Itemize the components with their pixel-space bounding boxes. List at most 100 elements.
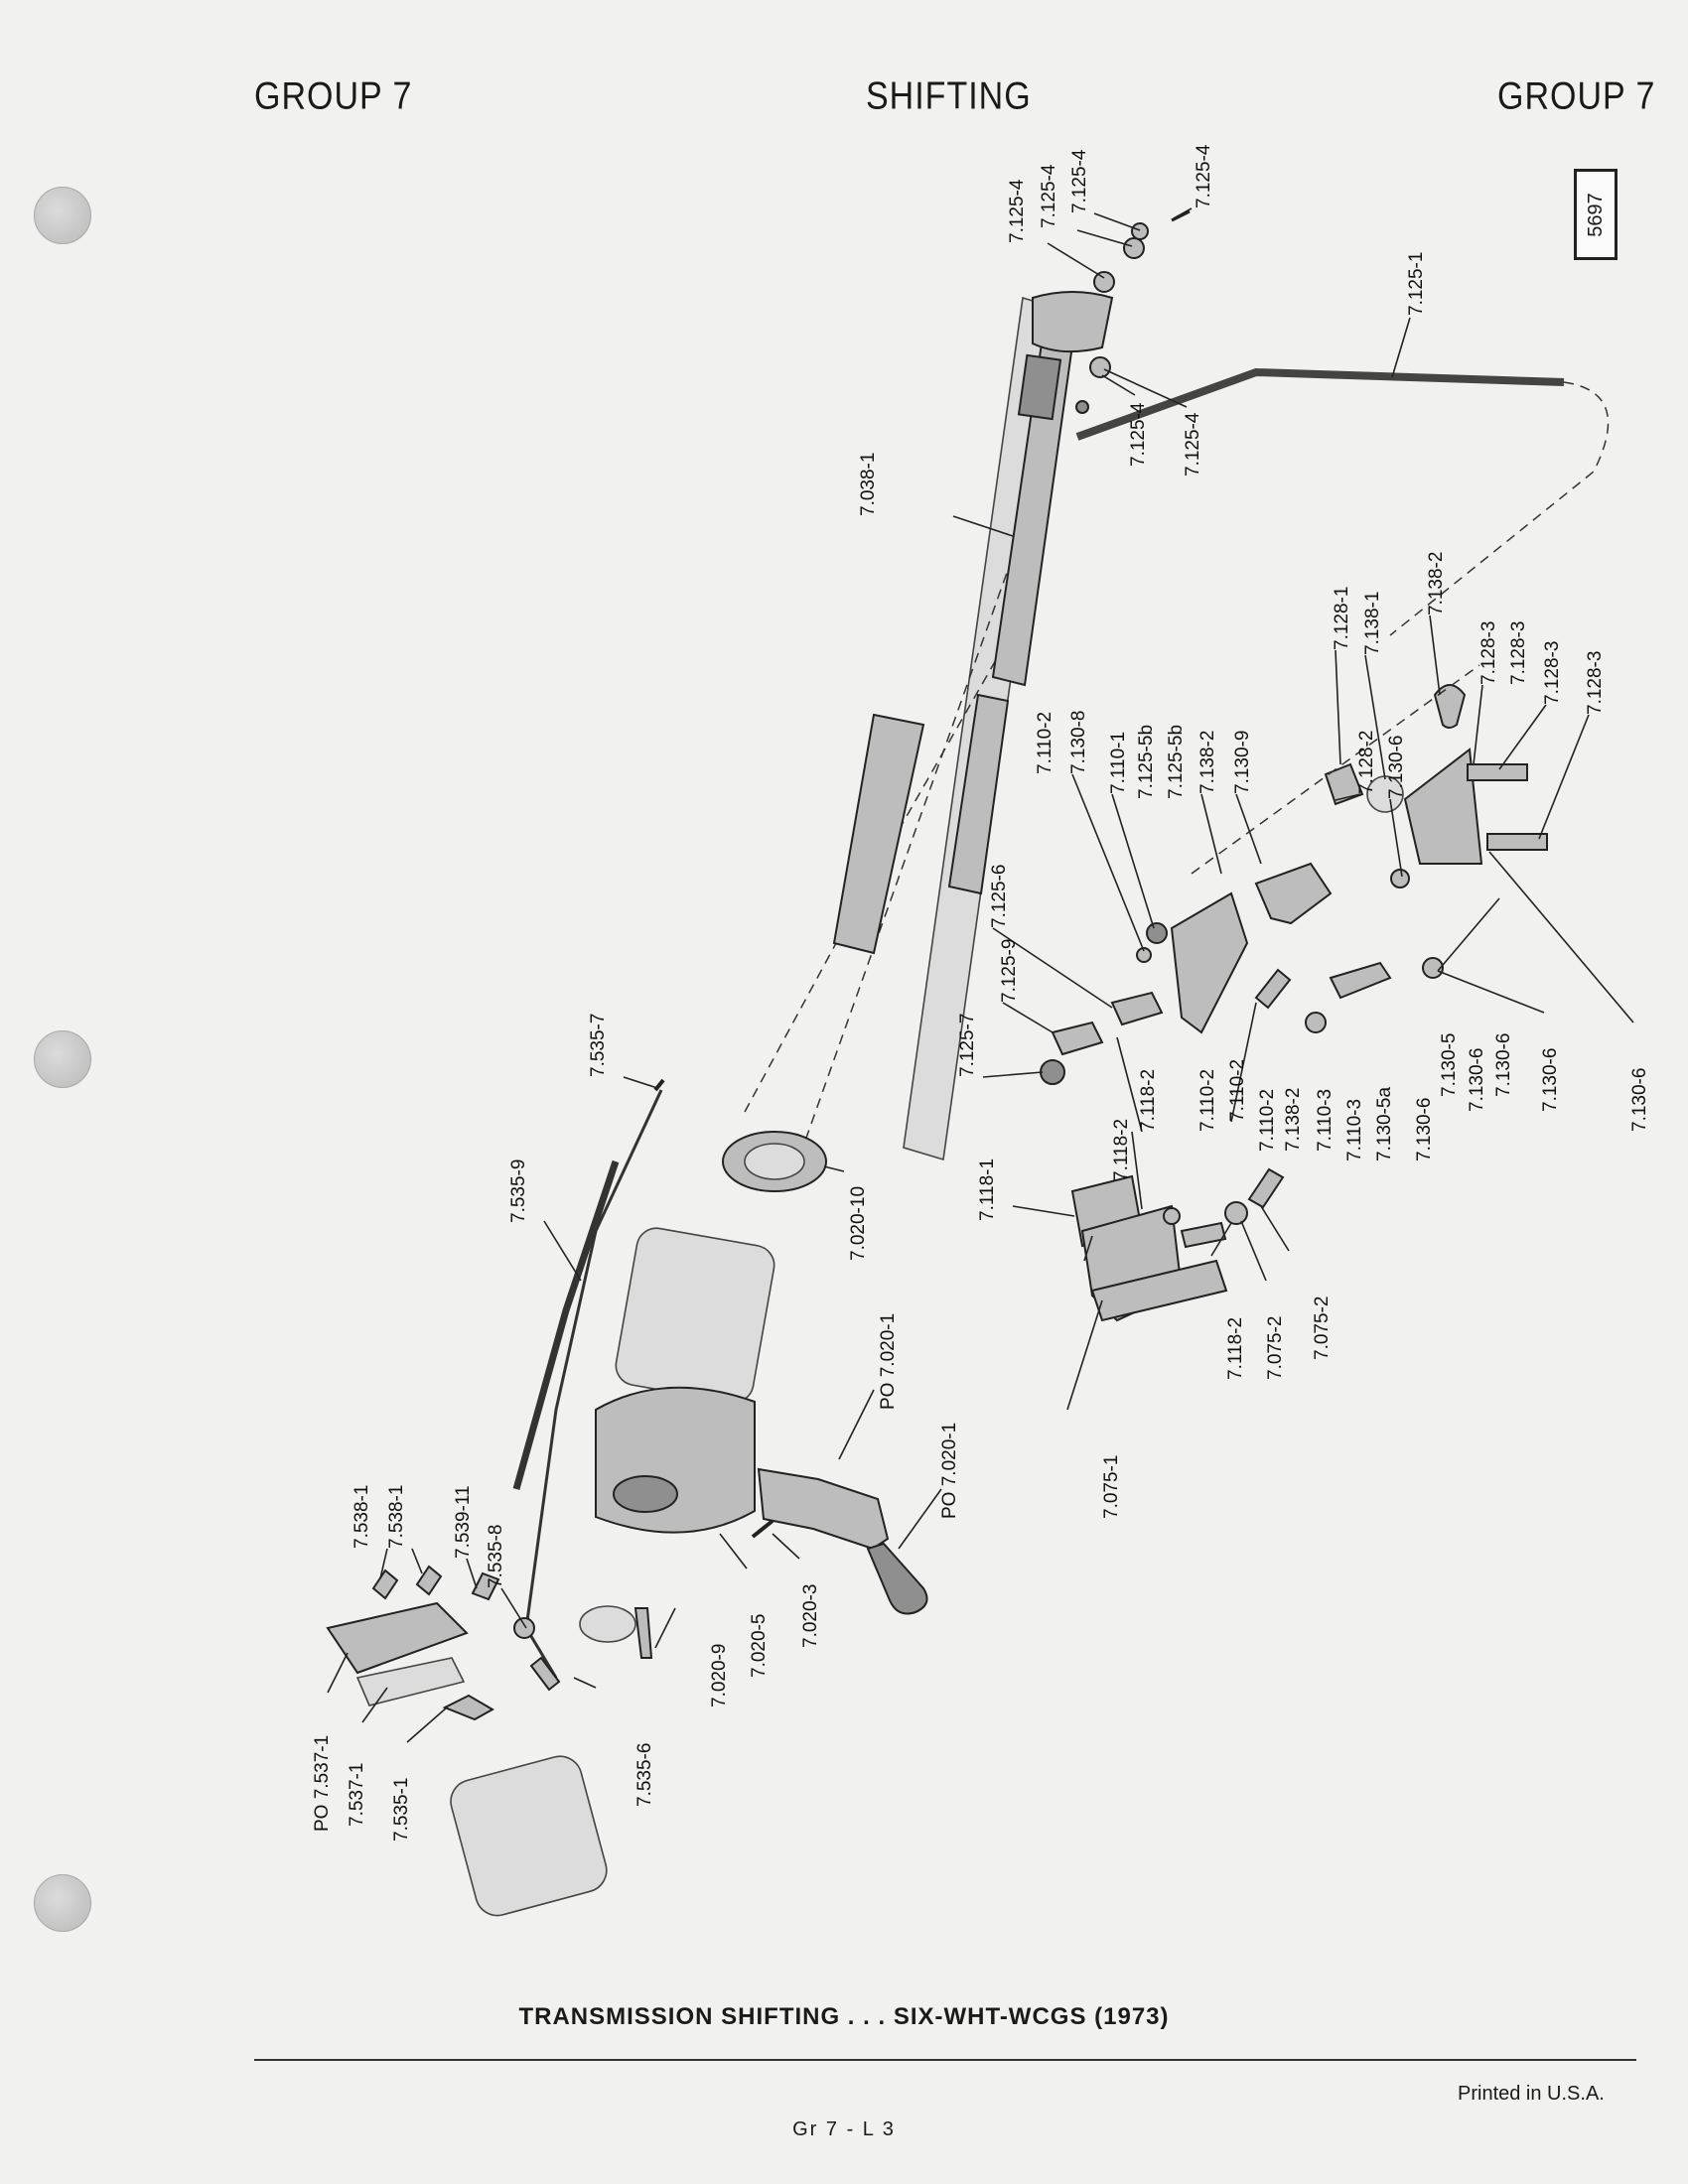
callout-7535-7: 7.535-7: [588, 1014, 609, 1077]
indicator-dial: [355, 1657, 466, 1706]
lower-column-cover: [450, 1755, 608, 1917]
leader-line: [838, 1389, 875, 1460]
leader-line: [1200, 793, 1222, 875]
callout-7535-8: 7.535-8: [486, 1525, 506, 1588]
leader-line: [411, 1548, 423, 1574]
leader-line: [1076, 229, 1133, 247]
callout-7130-9: 7.130-9: [1232, 731, 1253, 794]
callout-7075-1: 7.075-1: [1101, 1455, 1122, 1519]
leader-line: [1047, 242, 1105, 279]
bracket-lockwasher: [1224, 1201, 1248, 1225]
housing-pin: [751, 1519, 774, 1539]
bracket-plate: [1324, 762, 1364, 806]
selector-spring: [633, 1607, 653, 1659]
callout-7138-2-a: 7.138-2: [1426, 552, 1447, 615]
callout-7130-6-f: 7.130-6: [1414, 1098, 1435, 1161]
leader-line: [406, 1706, 448, 1743]
rod-washer-upper: [1123, 237, 1145, 259]
callout-7130-8: 7.130-8: [1068, 711, 1089, 774]
leader-line: [573, 1677, 597, 1689]
leader-line: [379, 1548, 388, 1579]
shift-rod: [1075, 367, 1565, 441]
callout-7125-4-c: 7.125-4: [1069, 149, 1090, 213]
callout-7128-3-d: 7.128-3: [1585, 651, 1606, 715]
leader-line: [466, 1558, 478, 1589]
callout-7125-6: 7.125-6: [989, 865, 1010, 928]
callout-7125-4-d: 7.125-4: [1194, 144, 1214, 208]
callout-7125-1: 7.125-1: [1406, 252, 1427, 316]
shift-lever-handle: [757, 1467, 890, 1551]
leader-line: [823, 1165, 845, 1172]
column-nut-bore: [744, 1143, 805, 1180]
leader-lines: [327, 207, 1634, 1743]
callout-7020-3: 7.020-3: [800, 1584, 821, 1648]
leader-line: [1391, 317, 1411, 378]
leader-line: [1538, 714, 1590, 840]
leader-line: [1335, 793, 1361, 801]
column-housing-outline-2: [793, 555, 1014, 1172]
selector-housing-assembly: [326, 1078, 928, 1917]
shift-tube-lower: [832, 713, 925, 955]
leader-line: [1002, 1002, 1054, 1033]
callout-7128-3-a: 7.128-3: [1478, 621, 1499, 685]
leader-line: [1235, 793, 1262, 865]
shift-column-tube: [744, 291, 1114, 1172]
leader-line: [1111, 793, 1155, 929]
leader-line: [992, 927, 1113, 1009]
callout-7125-5b-a: 7.125-5b: [1166, 725, 1187, 799]
rod-cotter-pin: [1171, 209, 1191, 222]
callout-7125-7: 7.125-7: [957, 1014, 978, 1077]
spring-seat: [579, 1605, 636, 1643]
rod-spring-washer: [1131, 222, 1149, 240]
leader-line: [1260, 1205, 1290, 1252]
leader-line: [1498, 704, 1547, 770]
leader-line: [500, 1587, 527, 1629]
callout-7020-5: 7.020-5: [749, 1614, 770, 1678]
leader-line: [1240, 1220, 1267, 1282]
figure-caption: TRANSMISSION SHIFTING . . . SIX-WHT-WCGS…: [518, 2003, 1170, 2030]
indicator-bezel: [326, 1601, 469, 1675]
shift-cable: [524, 1089, 663, 1679]
leader-line: [1131, 1131, 1143, 1210]
retainer-clip: [1051, 1021, 1104, 1056]
callout-7130-6-e: 7.130-6: [1467, 1048, 1487, 1112]
callout-labels: 7.125-4 7.125-4 7.125-4 7.125-4 7.125-1 …: [312, 144, 1650, 1842]
indicator-bulb: [471, 1571, 500, 1601]
printed-in-note: Printed in U.S.A.: [1458, 2083, 1605, 2105]
lower-bracket-assembly: [1070, 1167, 1285, 1322]
shift-rod-assembly: [1075, 209, 1610, 636]
callout-7118-2-a: 7.118-2: [1138, 1069, 1159, 1132]
shift-lever-knob: [866, 1542, 928, 1615]
rod-bushing-upper: [1093, 271, 1115, 293]
column-knurl: [1017, 353, 1062, 421]
illustration-number-box: 5697: [1574, 169, 1618, 260]
callout-7118-2-b: 7.118-2: [1111, 1119, 1132, 1181]
callout-7130-6-c: 7.130-6: [1540, 1048, 1561, 1112]
callout-7537-1: 7.537-1: [347, 1763, 367, 1827]
leader-line: [654, 1607, 676, 1649]
leader-line: [623, 1076, 658, 1089]
callout-7118-2-c: 7.118-2: [1225, 1317, 1246, 1380]
callout-7125-5b-b: 7.125-5b: [1136, 725, 1157, 799]
callout-7535-6: 7.535-6: [634, 1743, 655, 1807]
callout-7130-5a: 7.130-5a: [1374, 1087, 1395, 1161]
callout-7110-2-c: 7.110-2: [1227, 1059, 1248, 1122]
group-heading-right: GROUP 7: [1497, 74, 1656, 118]
leader-line: [1093, 212, 1141, 231]
callout-7110-1: 7.110-1: [1108, 732, 1129, 794]
retainer-nut: [1040, 1059, 1065, 1085]
callout-7038-1: 7.038-1: [858, 453, 879, 516]
callout-7110-2-d: 7.110-2: [1197, 1069, 1218, 1132]
callout-po7537-1: PO 7.537-1: [312, 1735, 333, 1832]
rod-pin-lower: [1075, 400, 1089, 414]
callout-7110-2-a: 7.110-2: [1035, 712, 1055, 774]
callout-7538-1-b: 7.538-1: [386, 1485, 407, 1549]
callout-7125-9: 7.125-9: [999, 939, 1020, 1003]
leader-line: [1101, 374, 1136, 396]
leader-line: [1083, 1235, 1093, 1262]
indicator-clip-1: [371, 1569, 399, 1600]
leader-line: [772, 1533, 800, 1560]
footer-rule: [254, 2059, 1636, 2061]
callout-7538-1-a: 7.538-1: [352, 1485, 372, 1549]
